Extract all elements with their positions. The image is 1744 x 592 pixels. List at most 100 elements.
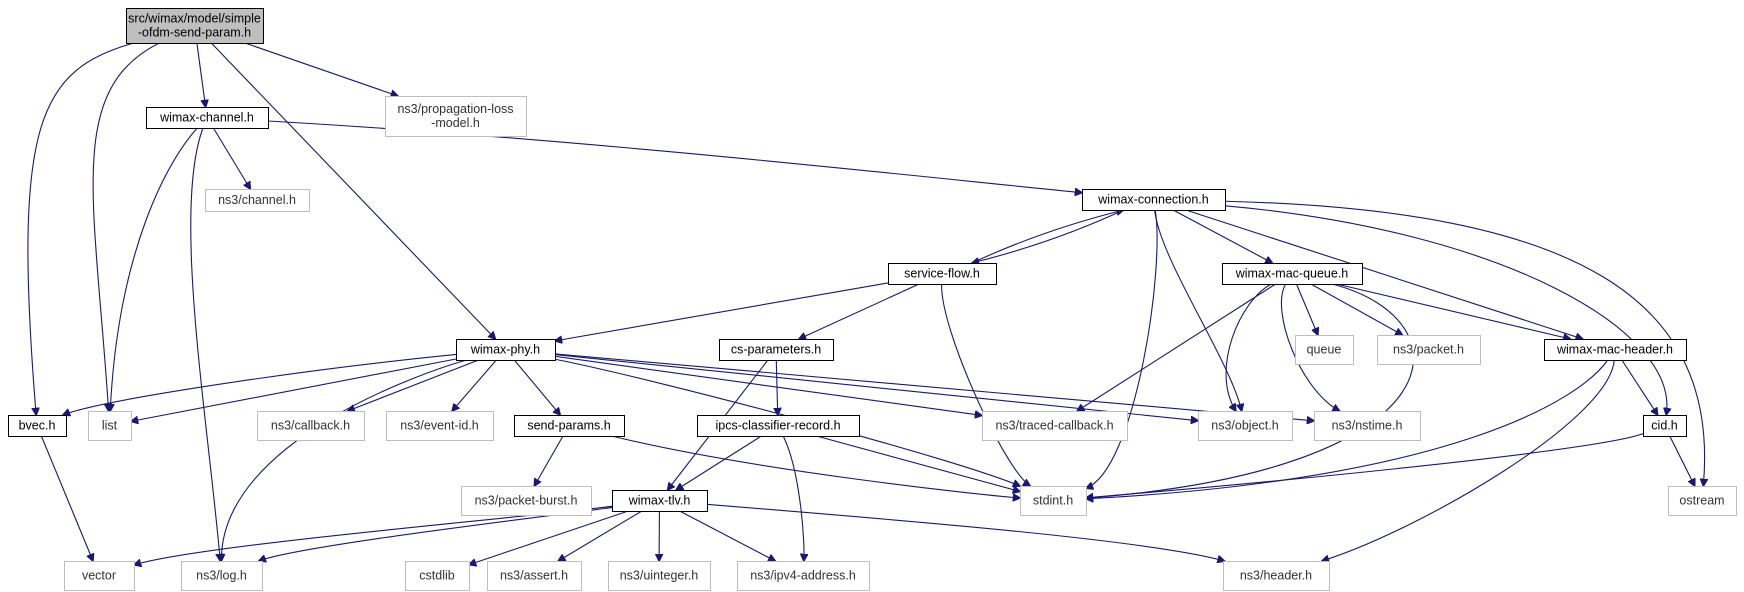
node-label: cid.h: [1651, 419, 1677, 433]
node-box: [1314, 411, 1421, 441]
edge-service-flow-to-wimax-phy: [555, 282, 889, 341]
edge-service-flow-to-wimax-connection: [971, 210, 1123, 264]
node-bvec[interactable]: bvec.h: [8, 415, 67, 437]
node-label: vector: [82, 569, 116, 583]
node-label: stdint.h: [1033, 494, 1073, 508]
edge-wimax-channel-to-ns3-log: [190, 127, 221, 561]
node-cid[interactable]: cid.h: [1643, 415, 1687, 437]
node-label: ostream: [1679, 494, 1724, 508]
edge-wimax-phy-to-send-params: [513, 359, 560, 415]
edge-ipcs-classifier-record-to-ns3-ipv4-address: [782, 435, 804, 561]
node-box: [64, 561, 135, 591]
node-box: [697, 415, 860, 437]
node-stdint: stdint.h: [1020, 486, 1087, 516]
edge-wimax-phy-to-ns3-traced-callback: [554, 355, 982, 415]
node-label: service-flow.h: [904, 267, 980, 281]
edge-wimax-tlv-to-ns3-ipv4-address: [679, 510, 776, 561]
edge-wimax-connection-to-stdint: [1086, 209, 1158, 488]
node-label: wimax-tlv.h: [628, 494, 691, 508]
node-ns3-callback: ns3/callback.h: [257, 411, 365, 441]
edge-wimax-mac-queue-to-ns3-packet: [1310, 283, 1403, 335]
node-box: [1544, 339, 1687, 361]
node-ostream: ostream: [1668, 486, 1737, 516]
node-label: wimax-connection.h: [1097, 193, 1209, 207]
edge-ipcs-classifier-record-to-wimax-tlv: [676, 435, 762, 490]
node-ns3-packet: ns3/packet.h: [1377, 335, 1481, 365]
nodes-layer: src/wimax/model/simple-ofdm-send-param.h…: [8, 8, 1737, 591]
node-label: cstdlib: [419, 569, 454, 583]
node-wimax-mac-header[interactable]: wimax-mac-header.h: [1544, 339, 1687, 361]
node-label: list: [102, 419, 118, 433]
node-label: ns3/log.h: [196, 569, 247, 583]
node-label: wimax-mac-queue.h: [1235, 267, 1349, 281]
node-label: ns3/assert.h: [500, 569, 568, 583]
node-wimax-tlv[interactable]: wimax-tlv.h: [612, 490, 708, 512]
node-root[interactable]: src/wimax/model/simple-ofdm-send-param.h: [126, 8, 264, 44]
node-wimax-phy[interactable]: wimax-phy.h: [456, 339, 556, 361]
edge-cid-to-ostream: [1669, 435, 1695, 486]
node-label: ns3/callback.h: [271, 419, 350, 433]
node-label: wimax-mac-header.h: [1556, 343, 1673, 357]
node-box: [1377, 335, 1481, 365]
edge-wimax-channel-to-ns3-channel: [212, 127, 250, 189]
node-label: wimax-phy.h: [470, 343, 540, 357]
edge-root-to-bvec: [27, 42, 134, 415]
node-queue: queue: [1295, 335, 1354, 365]
edge-wimax-connection-to-cid: [1224, 205, 1667, 415]
node-box: [514, 415, 625, 437]
node-label: ns3/nstime.h: [1332, 419, 1403, 433]
node-cstdlib: cstdlib: [405, 561, 470, 591]
node-wimax-connection[interactable]: wimax-connection.h: [1082, 189, 1226, 211]
node-label: ns3/packet-burst.h: [475, 494, 578, 508]
edge-wimax-mac-queue-to-stdint: [1086, 283, 1414, 498]
edge-wimax-mac-header-to-stdint: [1086, 359, 1609, 499]
edge-wimax-connection-to-wimax-mac-queue: [1172, 209, 1272, 263]
node-box: [1223, 561, 1330, 591]
node-ns3-log: ns3/log.h: [181, 561, 263, 591]
edge-wimax-mac-header-to-cid: [1621, 359, 1658, 415]
node-send-params[interactable]: send-params.h: [514, 415, 625, 437]
edge-wimax-mac-queue-to-queue: [1295, 283, 1317, 335]
node-label: src/wimax/model/simple: [128, 12, 261, 26]
node-box: [1082, 189, 1226, 211]
edge-wimax-phy-to-list: [131, 358, 457, 421]
node-box: [1020, 486, 1087, 516]
node-box: [257, 411, 365, 441]
edge-wimax-mac-queue-to-wimax-mac-header: [1336, 283, 1571, 339]
edge-wimax-connection-to-ns3-object: [1154, 209, 1242, 411]
node-label: ns3/propagation-loss: [397, 102, 513, 116]
node-label: ns3/object.h: [1211, 419, 1278, 433]
node-ns3-ipv4-address: ns3/ipv4-address.h: [737, 561, 870, 591]
node-box: [456, 339, 556, 361]
edge-wimax-connection-to-wimax-mac-header: [1185, 209, 1583, 339]
node-box: [612, 490, 708, 512]
node-service-flow[interactable]: service-flow.h: [888, 263, 997, 285]
node-box: [146, 107, 269, 129]
node-label: ns3/channel.h: [218, 193, 296, 207]
edge-root-to-list: [92, 42, 160, 411]
node-box: [1643, 415, 1687, 437]
edge-wimax-phy-to-ns3-callback: [348, 359, 479, 411]
node-box: [608, 561, 711, 591]
node-list: list: [88, 411, 132, 441]
edge-wimax-connection-to-ostream: [1224, 200, 1705, 486]
edge-wimax-tlv-to-ns3-assert: [558, 510, 643, 561]
node-label: -model.h: [431, 116, 480, 130]
edge-root-to-propagation-loss: [244, 42, 398, 96]
node-label: ns3/traced-callback.h: [995, 419, 1113, 433]
node-label: ipcs-classifier-record.h: [715, 419, 840, 433]
node-cs-parameters[interactable]: cs-parameters.h: [719, 339, 834, 361]
node-ns3-nstime: ns3/nstime.h: [1314, 411, 1421, 441]
node-ipcs-classifier-record[interactable]: ipcs-classifier-record.h: [697, 415, 860, 437]
edge-wimax-phy-to-ns3-object: [554, 354, 1198, 421]
node-box: [88, 411, 132, 441]
edge-wimax-phy-to-ns3-nstime: [554, 353, 1314, 421]
node-wimax-channel[interactable]: wimax-channel.h: [146, 107, 269, 129]
node-ns3-uinteger: ns3/uinteger.h: [608, 561, 711, 591]
node-wimax-mac-queue[interactable]: wimax-mac-queue.h: [1222, 263, 1363, 285]
node-label: -ofdm-send-param.h: [138, 26, 251, 40]
edge-wimax-mac-queue-to-ns3-traced-callback: [1077, 283, 1276, 411]
edge-wimax-phy-to-bvec: [63, 353, 457, 415]
edge-wimax-phy-to-ns3-event-id: [452, 359, 497, 411]
